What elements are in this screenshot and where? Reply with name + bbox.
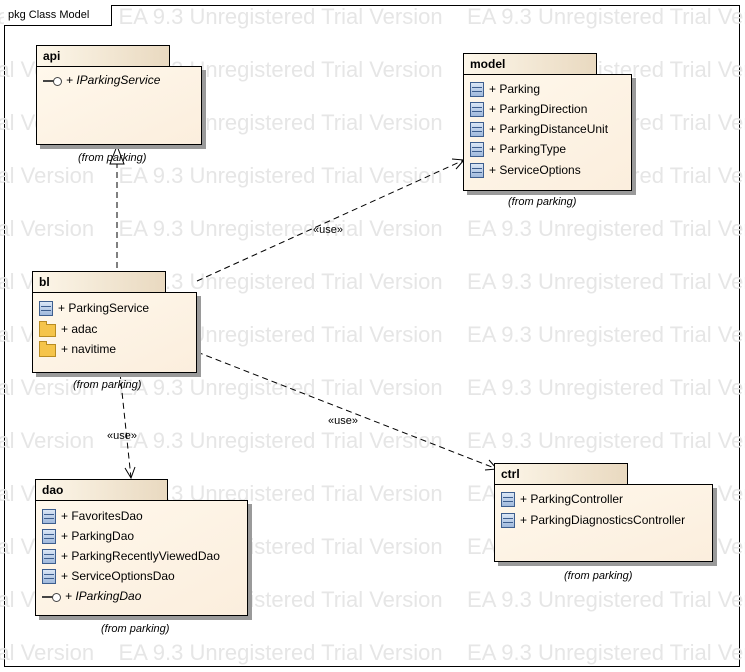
class-icon (470, 142, 484, 158)
item-label: + ParkingDiagnosticsController (520, 513, 686, 527)
package-item[interactable]: + adac (39, 320, 97, 338)
interface-icon (43, 76, 62, 86)
package-item[interactable]: + IParkingDao (42, 587, 141, 605)
item-label: + ServiceOptions (489, 163, 581, 177)
package-item[interactable]: + IParkingService (43, 71, 160, 89)
package-name: ctrl (494, 463, 628, 485)
class-icon (39, 301, 53, 317)
item-label: + ParkingService (58, 301, 150, 315)
package-body: + ParkingService + adac + navitime (32, 292, 197, 373)
item-label: + ServiceOptionsDao (61, 569, 175, 583)
item-label: + ParkingRecentlyViewedDao (61, 549, 220, 563)
class-icon (42, 569, 56, 585)
class-icon (42, 529, 56, 545)
package-name: bl (32, 271, 166, 293)
use-arrowhead (124, 466, 136, 480)
item-label: + IParkingDao (65, 589, 142, 603)
from-note: (from parking) (508, 196, 577, 208)
interface-icon (42, 592, 61, 602)
item-label: + ParkingDirection (489, 102, 588, 116)
class-icon (42, 509, 56, 525)
package-item[interactable]: + ServiceOptions (470, 161, 581, 179)
package-item[interactable]: + navitime (39, 340, 116, 358)
class-icon (470, 82, 484, 98)
package-name: api (36, 45, 170, 67)
package-item[interactable]: + ParkingDiagnosticsController (501, 511, 685, 529)
use-connector-bl-model[interactable] (196, 159, 465, 282)
package-item[interactable]: + ParkingService (39, 299, 149, 317)
class-icon (501, 513, 515, 529)
class-icon (470, 102, 484, 118)
use-connector-bl-dao[interactable] (119, 372, 132, 479)
package-item[interactable]: + ParkingController (501, 490, 623, 508)
item-label: + ParkingDistanceUnit (489, 122, 609, 136)
item-label: + navitime (61, 342, 117, 356)
item-label: + FavoritesDao (61, 509, 143, 523)
class-icon (470, 163, 484, 179)
use-label-bl-dao: «use» (107, 430, 137, 442)
item-label: + Parking (489, 82, 541, 96)
class-icon (501, 492, 515, 508)
package-body: + ParkingController + ParkingDiagnostics… (494, 484, 713, 562)
class-icon (42, 549, 56, 565)
from-note: (from parking) (101, 623, 170, 635)
item-label: + IParkingService (66, 73, 161, 87)
folder-icon (39, 321, 56, 338)
from-note: (from parking) (78, 152, 147, 164)
package-body: + FavoritesDao + ParkingDao + ParkingRec… (35, 500, 248, 616)
folder-icon (39, 341, 56, 358)
from-note: (from parking) (564, 570, 633, 582)
from-note: (from parking) (73, 379, 142, 391)
package-item[interactable]: + ParkingRecentlyViewedDao (42, 547, 220, 565)
realization-arrowhead (109, 144, 125, 165)
item-label: + adac (61, 322, 98, 336)
item-label: + ParkingController (520, 492, 624, 506)
package-item[interactable]: + ParkingType (470, 140, 566, 158)
item-label: + ParkingDao (61, 529, 135, 543)
package-item[interactable]: + ParkingDirection (470, 100, 587, 118)
use-connector-bl-ctrl[interactable] (196, 351, 498, 470)
package-name: dao (35, 479, 168, 501)
package-body: + IParkingService (36, 66, 202, 145)
package-item[interactable]: + Parking (470, 80, 540, 98)
frame-title: pkg Class Model (4, 5, 113, 26)
class-icon (470, 122, 484, 138)
package-name: model (463, 53, 597, 75)
package-item[interactable]: + ParkingDistanceUnit (470, 120, 608, 138)
item-label: + ParkingType (489, 142, 567, 156)
package-item[interactable]: + FavoritesDao (42, 507, 143, 525)
package-body: + Parking + ParkingDirection + ParkingDi… (463, 74, 632, 191)
package-item[interactable]: + ServiceOptionsDao (42, 567, 175, 585)
package-item[interactable]: + ParkingDao (42, 527, 134, 545)
use-label-bl-model: «use» (313, 224, 343, 236)
use-label-bl-ctrl: «use» (328, 415, 358, 427)
